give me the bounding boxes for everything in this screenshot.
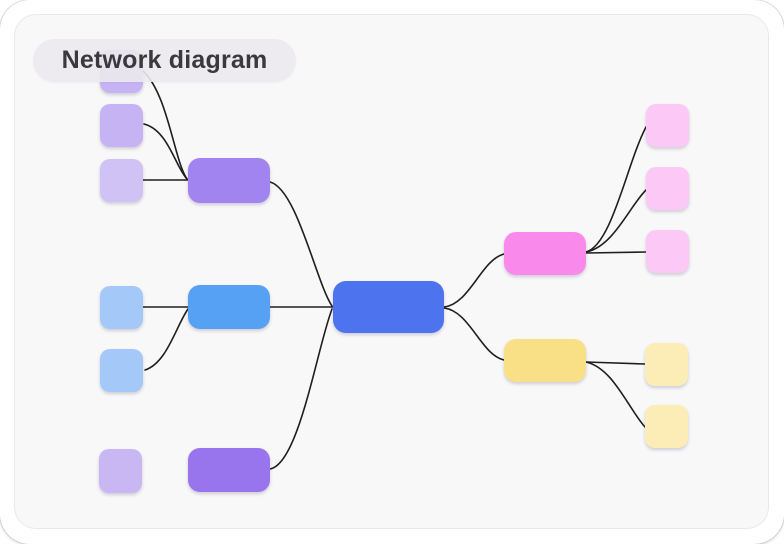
node-pink-leaf-2[interactable]: [646, 167, 689, 210]
edge-root-to-yellow-branch: [443, 307, 505, 361]
node-pink-branch[interactable]: [504, 232, 586, 275]
node-pink-leaf-3[interactable]: [646, 230, 689, 273]
edge-root-to-pink-branch: [443, 253, 505, 308]
node-yellow-branch[interactable]: [504, 339, 586, 382]
edge-pink-branch-to-pink-leaf-1: [585, 126, 647, 253]
diagram-title-label: Network diagram: [61, 46, 268, 74]
canvas-panel: [14, 14, 769, 529]
edge-purple-branch-bottom-to-root: [269, 308, 333, 470]
node-lavender-isolated[interactable]: [99, 449, 142, 493]
node-yellow-leaf-1[interactable]: [645, 343, 688, 386]
edge-yellow-branch-to-yellow-leaf-1: [585, 361, 646, 365]
node-yellow-leaf-2[interactable]: [645, 405, 688, 448]
edge-pink-branch-to-pink-leaf-3: [585, 251, 647, 254]
node-blue-leaf-2[interactable]: [100, 349, 143, 392]
node-pink-leaf-1[interactable]: [646, 104, 689, 147]
diagram-title-badge[interactable]: Network diagram: [33, 39, 296, 82]
edge-blue-leaf-2-to-blue-branch: [144, 308, 189, 371]
edge-purple-branch-top-to-root: [269, 181, 333, 307]
edge-purple-leaf-2-to-purple-branch-top: [143, 123, 188, 180]
edge-yellow-branch-to-yellow-leaf-2: [585, 361, 646, 428]
node-purple-leaf-3[interactable]: [100, 159, 143, 202]
node-blue-branch[interactable]: [188, 285, 270, 329]
node-purple-leaf-2[interactable]: [100, 104, 143, 147]
node-blue-leaf-1[interactable]: [100, 286, 143, 329]
node-root[interactable]: [333, 281, 444, 333]
node-purple-branch-bottom[interactable]: [188, 448, 270, 492]
node-purple-branch-top[interactable]: [188, 158, 270, 203]
edge-purple-leaf-1-to-purple-branch-top: [142, 70, 188, 180]
edge-pink-branch-to-pink-leaf-2: [585, 189, 647, 253]
